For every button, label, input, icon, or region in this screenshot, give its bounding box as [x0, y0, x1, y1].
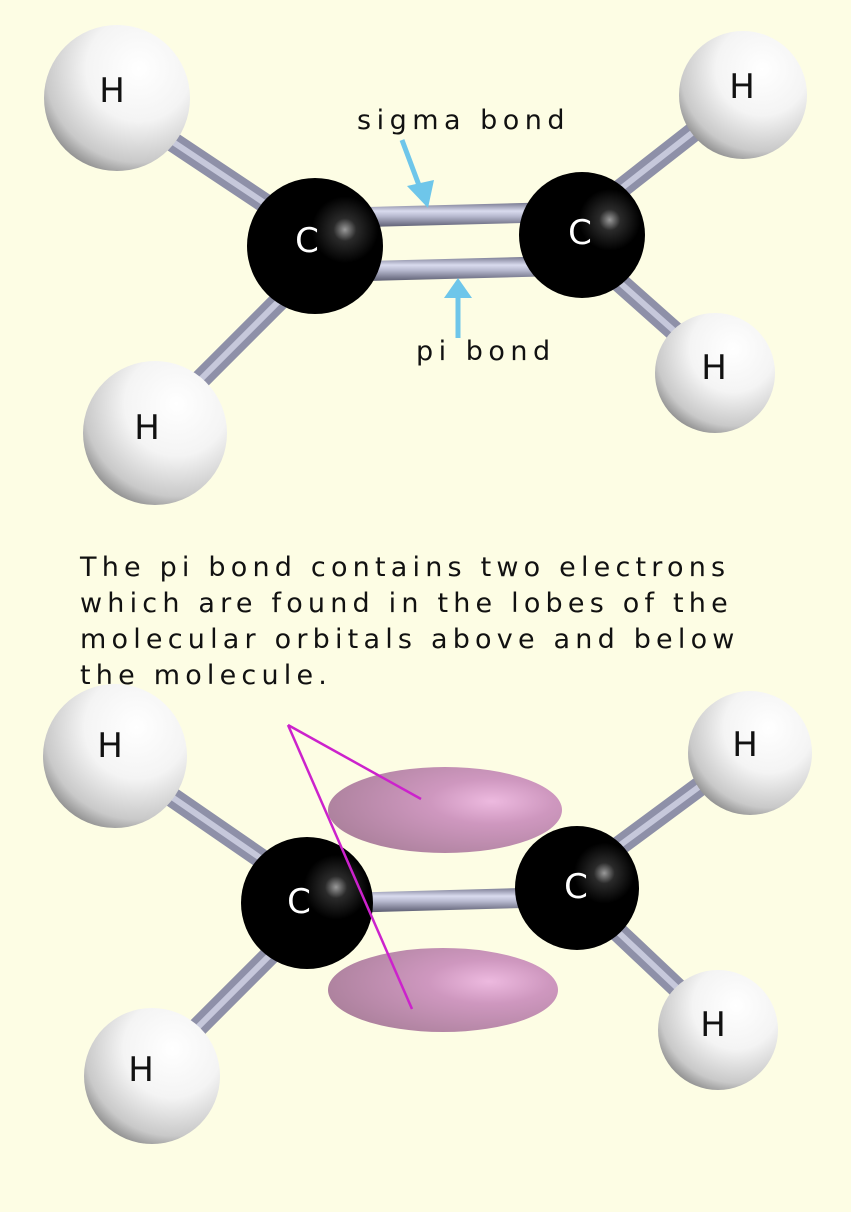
sigma-bond [330, 202, 560, 228]
hydrogen-atom [679, 31, 807, 159]
explanation-caption: The pi bond contains two electrons which… [80, 552, 740, 691]
carbon-atom [519, 172, 645, 298]
sigma-bond-label: sigma bond [357, 105, 571, 136]
carbon-atom [247, 178, 383, 314]
hydrogen-atom [688, 691, 812, 815]
atom-label-h: H [97, 726, 123, 766]
orbital-pointer-lines [286, 723, 422, 1010]
hydrogen-atom [658, 970, 778, 1090]
bottom-molecule [43, 684, 812, 1144]
pi-bond [330, 256, 560, 282]
atom-label-h: H [99, 71, 125, 111]
hydrogen-atom [43, 684, 187, 828]
hydrogen-atom [44, 25, 190, 171]
atom-label-c: C [287, 882, 311, 922]
pi-arrow-icon [444, 278, 472, 338]
atom-label-h: H [729, 67, 755, 107]
carbon-atom [515, 826, 639, 950]
sigma-arrow-icon [399, 139, 434, 208]
top-molecule [44, 25, 807, 505]
pi-bond-label: pi bond [416, 336, 556, 367]
hydrogen-atom [655, 313, 775, 433]
pi-orbital-lobe-upper [328, 767, 562, 853]
atom-label-c: C [568, 213, 592, 253]
atom-label-c: C [564, 867, 588, 907]
atom-label-h: H [700, 1005, 726, 1045]
atom-label-h: H [134, 408, 160, 448]
sigma-bond [340, 887, 560, 913]
carbon-atom [241, 837, 373, 969]
hydrogen-atom [84, 1008, 220, 1144]
atom-label-h: H [701, 348, 727, 388]
atom-label-h: H [732, 725, 758, 765]
pi-orbital-lobe-lower [328, 948, 558, 1032]
atom-label-h: H [128, 1050, 154, 1090]
atom-label-c: C [295, 221, 319, 261]
hydrogen-atom [83, 361, 227, 505]
